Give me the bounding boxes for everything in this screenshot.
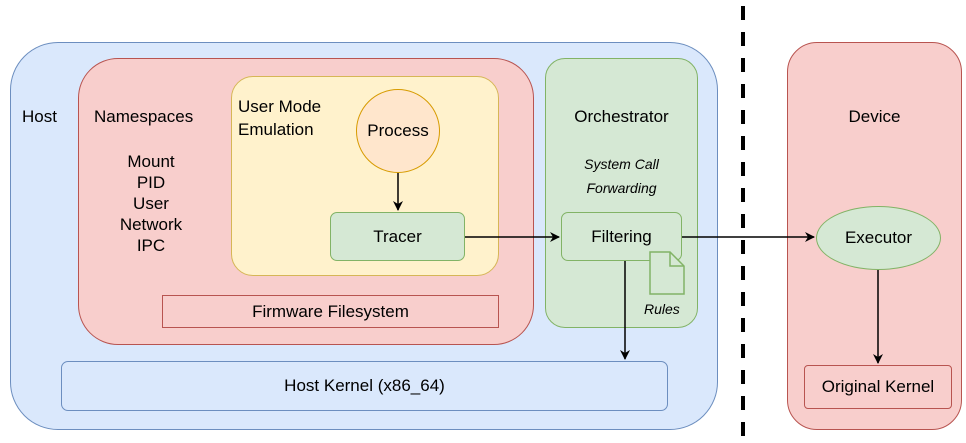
filtering-label: Filtering <box>591 226 652 246</box>
rules-document-icon <box>649 251 685 295</box>
process-label: Process <box>367 121 429 140</box>
orchestrator-subtitle-line2: Forwarding <box>586 180 657 196</box>
orchestrator-subtitle-line1: System Call <box>584 156 659 172</box>
host-label: Host <box>22 107 57 126</box>
namespace-item-ipc: IPC <box>136 236 166 255</box>
device-label: Device <box>848 107 901 126</box>
namespace-item-user: User <box>133 194 169 213</box>
host-kernel-label: Host Kernel (x86_64) <box>284 376 445 395</box>
executor-label: Executor <box>844 228 913 247</box>
tracer-node: Tracer <box>330 212 465 261</box>
namespace-item-pid: PID <box>136 173 166 192</box>
namespace-item-network: Network <box>119 215 183 234</box>
namespaces-label: Namespaces <box>94 107 194 126</box>
tracer-label: Tracer <box>373 226 422 246</box>
namespace-item-mount: Mount <box>127 152 175 171</box>
user-mode-label-line1: User Mode <box>238 97 322 116</box>
firmware-filesystem-label: Firmware Filesystem <box>252 301 409 321</box>
executor-node: Executor <box>816 206 941 270</box>
rules-label: Rules <box>644 301 680 317</box>
original-kernel-label: Original Kernel <box>821 377 935 396</box>
host-kernel-box: Host Kernel (x86_64) <box>61 361 668 411</box>
process-node: Process <box>356 89 440 173</box>
original-kernel-box: Original Kernel <box>804 365 952 409</box>
user-mode-label-line2: Emulation <box>238 120 314 139</box>
firmware-filesystem-box: Firmware Filesystem <box>162 295 499 328</box>
orchestrator-label: Orchestrator <box>574 107 669 126</box>
